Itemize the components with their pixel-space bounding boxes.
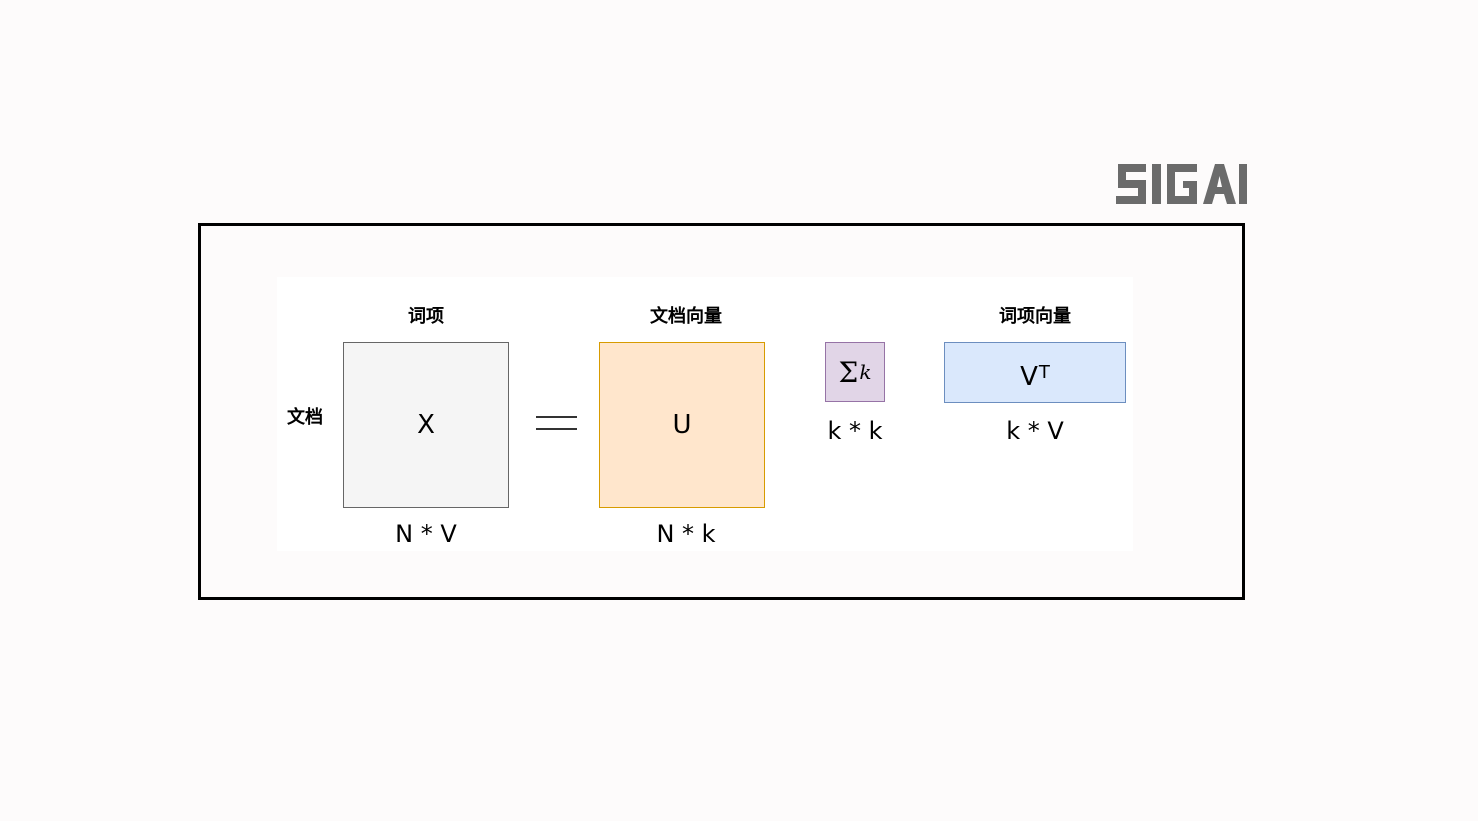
- u-matrix-symbol: U: [672, 410, 692, 440]
- sigai-logo: [1112, 158, 1248, 212]
- vt-matrix-symbol: V: [1020, 361, 1038, 392]
- u-matrix-dims: N * k: [656, 520, 716, 548]
- sigai-logo-mark: [1116, 164, 1247, 204]
- u-matrix-box: U: [599, 342, 765, 508]
- x-matrix-symbol: X: [417, 410, 435, 440]
- equals-sign: [536, 416, 577, 430]
- x-row-label: 文档: [287, 407, 323, 428]
- x-column-label: 词项: [408, 306, 444, 327]
- vt-matrix-superscript: T: [1038, 362, 1050, 383]
- x-matrix-box: X: [343, 342, 509, 508]
- vt-matrix-dims: k * V: [1006, 417, 1064, 445]
- sigma-matrix-subscript: k: [859, 360, 872, 384]
- u-column-label: 文档向量: [650, 306, 722, 327]
- sigma-matrix-symbol: Σ: [838, 355, 859, 389]
- vt-column-label: 词项向量: [999, 306, 1071, 327]
- x-matrix-dims: N * V: [395, 520, 457, 548]
- sigma-matrix-dims: k * k: [827, 417, 883, 445]
